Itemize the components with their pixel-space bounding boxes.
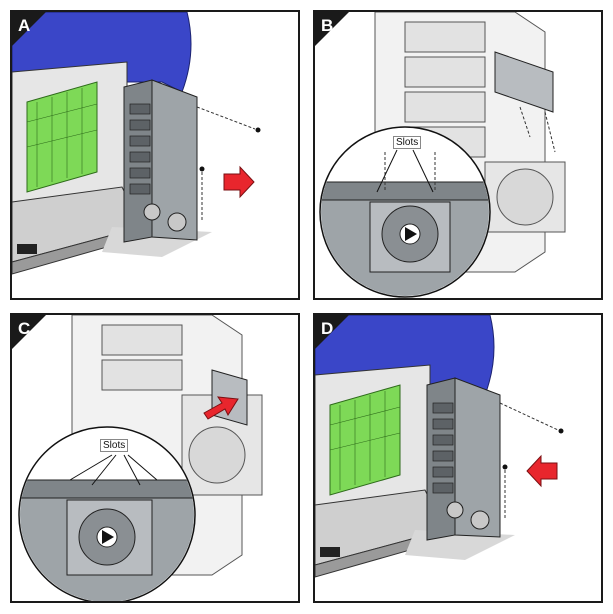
slots-callout-label: Slots xyxy=(393,136,422,149)
screw xyxy=(558,428,564,434)
panel-d-corner-tag xyxy=(315,315,349,349)
arrow-left-icon xyxy=(526,454,558,488)
panel-d-label: D xyxy=(321,319,334,338)
circuit-board xyxy=(329,384,401,496)
panel-b-corner-tag xyxy=(315,12,349,46)
panel-a-corner-tag xyxy=(12,12,46,46)
panel-a-drawing xyxy=(12,12,261,275)
panel-c: C Slots xyxy=(10,313,300,603)
panel-a: A xyxy=(10,10,300,300)
slots-callout-label: Slots xyxy=(100,439,129,452)
panel-b-label: B xyxy=(321,16,334,35)
panel-c-drawing xyxy=(18,315,263,601)
panel-b-drawing xyxy=(319,12,566,298)
circuit-board xyxy=(26,81,98,193)
panel-c-label: C xyxy=(18,319,31,338)
panel-b: B Slots xyxy=(313,10,603,300)
screw xyxy=(255,127,261,133)
arrow-right-icon xyxy=(223,165,255,199)
panel-d: D xyxy=(313,313,603,603)
panel-a-label: A xyxy=(18,16,31,35)
arrow-insert-icon xyxy=(203,396,239,420)
panel-c-corner-tag xyxy=(12,315,46,349)
panel-d-drawing xyxy=(315,315,564,578)
